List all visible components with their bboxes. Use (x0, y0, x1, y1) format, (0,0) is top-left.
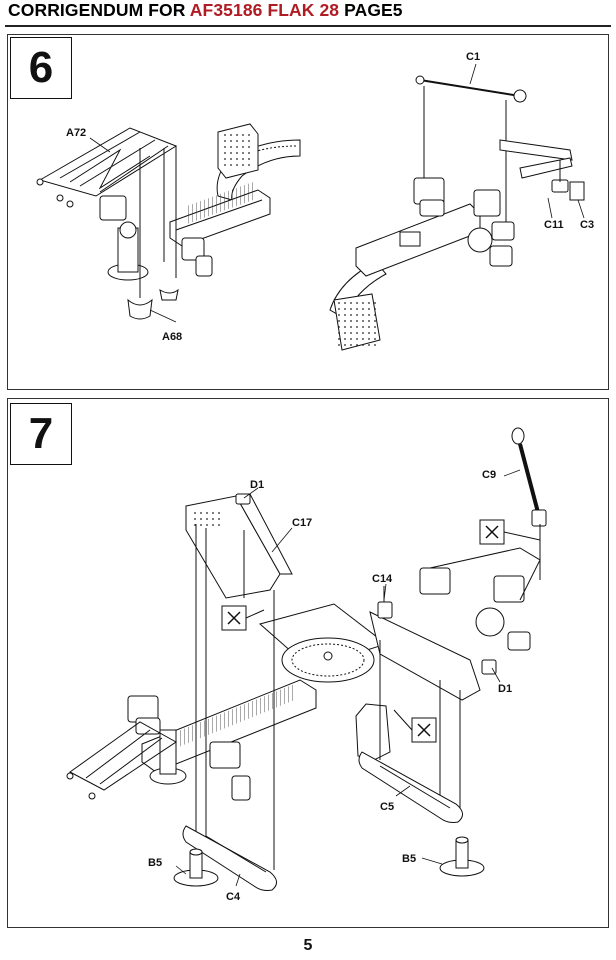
callout-c1: C1 (466, 51, 480, 63)
callout-c4: C4 (226, 891, 241, 903)
callout-d1-right: D1 (498, 683, 512, 695)
callout-c5: C5 (380, 801, 394, 813)
callout-c17: C17 (292, 517, 312, 529)
callout-a72: A72 (66, 127, 86, 139)
step-7-number: 7 (10, 403, 72, 465)
no-glue-icon (221, 605, 265, 631)
callout-c11: C11 (544, 219, 564, 231)
callout-c3: C3 (580, 219, 594, 231)
header-prefix: CORRIGENDUM FOR (8, 0, 186, 20)
step7-assembly (66, 427, 547, 891)
header-suffix: PAGE5 (344, 0, 403, 20)
step6-left-assembly (36, 123, 301, 320)
header-kit-code: AF35186 FLAK 28 (189, 0, 340, 20)
no-glue-icon (393, 709, 437, 743)
page-number: 5 (303, 937, 313, 954)
callout-c14: C14 (372, 573, 393, 585)
page-header: CORRIGENDUM FOR AF35186 FLAK 28 PAGE5 (8, 0, 403, 26)
header-rule (5, 25, 611, 27)
step-6-number: 6 (10, 37, 72, 99)
no-glue-icon (479, 519, 541, 545)
callout-d1-top: D1 (250, 479, 264, 491)
callout-b5-right: B5 (402, 853, 416, 865)
callout-b5-left: B5 (148, 857, 162, 869)
step6-right-assembly (329, 75, 585, 351)
callout-c9: C9 (482, 469, 496, 481)
callout-lines (89, 63, 585, 887)
callout-a68: A68 (162, 331, 182, 343)
